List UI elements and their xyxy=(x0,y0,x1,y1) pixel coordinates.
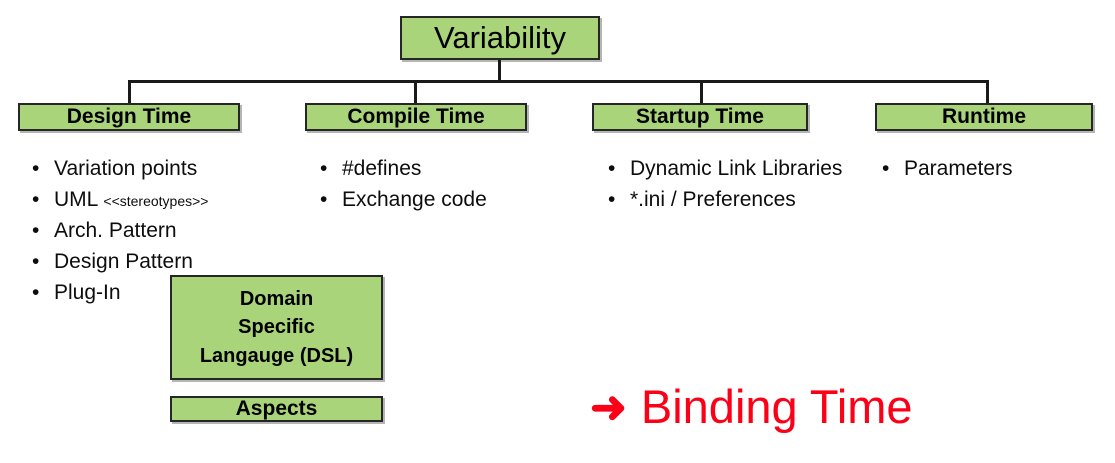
list-item: • UML <<stereotypes>> xyxy=(32,186,302,214)
node-runtime-label: Runtime xyxy=(942,105,1026,128)
node-dsl-line-3: Langauge (DSL) xyxy=(199,344,354,367)
list-item-label: Variation points xyxy=(54,157,198,180)
connector-horizontal-bus xyxy=(128,80,988,83)
callout-binding-time-label: Binding Time xyxy=(640,380,913,433)
right-arrow-icon: ➜ xyxy=(590,382,627,432)
list-item: • Dynamic Link Libraries xyxy=(608,155,860,183)
connector-root-stem xyxy=(498,60,501,82)
list-item: • Exchange code xyxy=(320,186,570,214)
bullet-icon: • xyxy=(32,187,40,211)
bullet-icon: • xyxy=(320,187,328,211)
node-variability-label: Variability xyxy=(433,20,567,55)
bullet-list-compile-time: • #defines • Exchange code xyxy=(320,155,570,217)
node-design-time[interactable]: Design Time xyxy=(18,103,240,131)
bullet-icon: • xyxy=(32,249,40,273)
list-item-label: Parameters xyxy=(904,157,1013,180)
node-runtime[interactable]: Runtime xyxy=(875,103,1093,131)
node-dsl-line-2: Specific xyxy=(238,316,315,339)
bullet-list-startup-time: • Dynamic Link Libraries • *.ini / Prefe… xyxy=(608,155,860,217)
bullet-icon: • xyxy=(32,280,40,304)
node-domain-specific-language[interactable]: Domain Specific Langauge (DSL) xyxy=(170,275,383,380)
list-item-label: Exchange code xyxy=(342,187,487,211)
node-compile-time[interactable]: Compile Time xyxy=(305,103,527,131)
connector-drop-runtime xyxy=(986,80,989,105)
node-compile-time-label: Compile Time xyxy=(347,105,485,128)
bullet-icon: • xyxy=(32,157,40,180)
node-aspects[interactable]: Aspects xyxy=(170,396,383,422)
list-item-label: Design Pattern xyxy=(54,249,193,273)
callout-binding-time: ➜ Binding Time xyxy=(590,383,913,430)
connector-drop-startup-time xyxy=(700,80,703,105)
bullet-icon: • xyxy=(608,157,616,180)
bullet-list-design-time: • Variation points • UML <<stereotypes>>… xyxy=(32,155,302,310)
bullet-icon: • xyxy=(882,157,890,180)
list-item: • Arch. Pattern xyxy=(32,217,302,245)
list-item: • Design Pattern xyxy=(32,248,302,276)
bullet-icon: • xyxy=(320,157,328,180)
bullet-list-runtime: • Parameters xyxy=(882,155,1097,186)
connector-drop-compile-time xyxy=(414,80,417,105)
node-variability[interactable]: Variability xyxy=(400,16,600,60)
list-item: • Variation points xyxy=(32,155,302,183)
list-item: • #defines xyxy=(320,155,570,183)
list-item-label: Arch. Pattern xyxy=(54,218,177,242)
list-item-label: #defines xyxy=(342,157,422,180)
node-startup-time[interactable]: Startup Time xyxy=(592,103,808,131)
node-design-time-label: Design Time xyxy=(66,105,192,128)
list-item-stereotype-tag: <<stereotypes>> xyxy=(103,192,209,209)
list-item-label: UML <<stereotypes>> xyxy=(54,186,302,214)
list-item: • Parameters xyxy=(882,155,1097,183)
list-item-label: Dynamic Link Libraries xyxy=(630,157,843,180)
list-item-text: UML xyxy=(54,187,104,211)
list-item: • *.ini / Preferences xyxy=(608,186,860,214)
list-item-label: *.ini / Preferences xyxy=(630,187,796,211)
node-aspects-label: Aspects xyxy=(235,397,318,420)
node-dsl-line-1: Domain xyxy=(239,287,314,310)
bullet-icon: • xyxy=(608,187,616,211)
node-startup-time-label: Startup Time xyxy=(636,105,764,128)
bullet-icon: • xyxy=(32,218,40,242)
list-item-label: Plug-In xyxy=(54,280,121,304)
connector-drop-design-time xyxy=(128,80,131,105)
list-item: • Plug-In xyxy=(32,279,302,307)
